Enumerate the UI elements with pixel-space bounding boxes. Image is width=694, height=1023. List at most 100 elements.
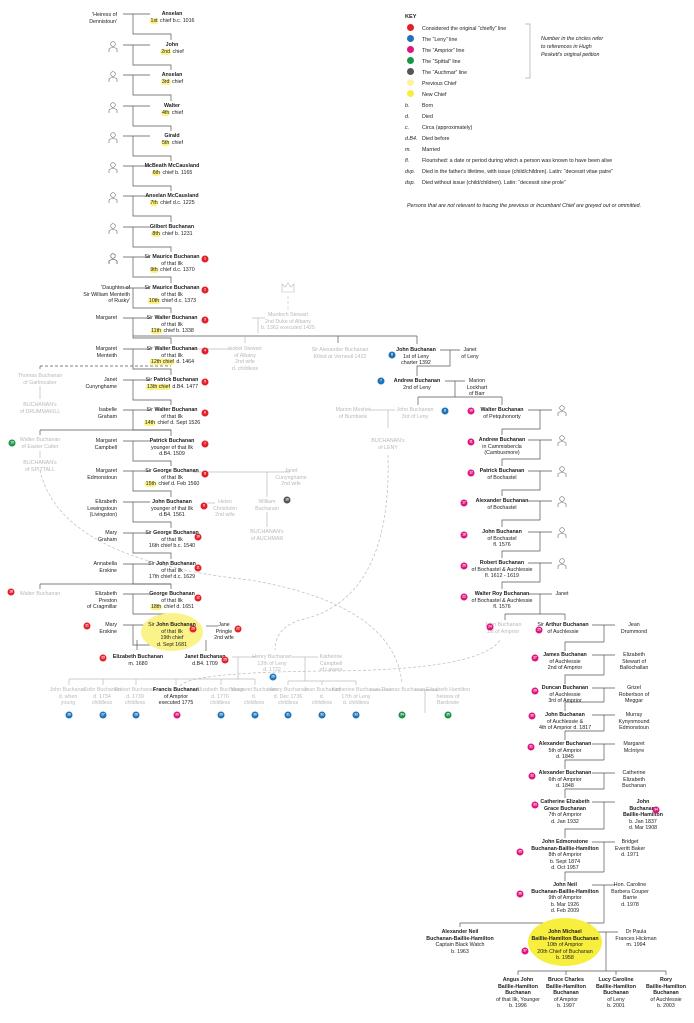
person-name: McBeath McCausland (144, 163, 200, 169)
person-detail: d.B4. 1561 (159, 512, 185, 519)
person-detail: Preston (98, 597, 117, 604)
person-detail: Drummond (620, 628, 648, 635)
person-detail: 17th of Leny (341, 693, 371, 700)
circle-note-line: to references in Hugh (541, 44, 592, 50)
person-detail: of AUCHMAR (250, 535, 284, 542)
person-detail: fl. 1612 - 1619 (485, 573, 519, 580)
person-detail: 6th chief b. 1165 (151, 169, 193, 176)
person-name: Sir Arthur Buchanan (537, 622, 589, 628)
reference-number-badge: 29 (217, 711, 225, 719)
key-label: Previous Chief (422, 80, 457, 87)
person-detail: fl. 1576 (493, 542, 511, 549)
person-detail: heiress of (436, 693, 460, 700)
person-name: Isobel Stewart (228, 346, 262, 352)
person-name: Girald (164, 133, 180, 139)
person-name: Patrick Buchanan (149, 438, 195, 444)
person-name: Margaret Buchanan (230, 687, 278, 693)
person-detail: Robertson of (618, 691, 650, 698)
person-detail: 4th chief (160, 109, 184, 116)
connector-line (132, 288, 172, 313)
person-detail: b. 1996 (509, 1003, 527, 1010)
person-detail: Graham (97, 536, 117, 543)
person-detail: 3rd of Amprior (548, 698, 582, 705)
person-name: BUCHANAN's (23, 402, 57, 408)
reference-number-badge: 6 (388, 351, 396, 359)
reference-number-badge: 20 (189, 625, 197, 633)
person-detail: 3rd chief (160, 78, 184, 85)
person-detail: 10th of Amprior (547, 942, 583, 949)
person-detail: d. 1732 (263, 667, 281, 674)
reference-number-badge: 22 (460, 593, 468, 601)
person-name-cont: Baillie-Hamilton (622, 812, 664, 819)
reference-number-badge: 10 (194, 533, 202, 541)
person-detail: Stewart of (622, 658, 646, 665)
person-detail: Elizabeth (95, 499, 117, 505)
person-detail: 2nd wife (281, 481, 301, 488)
reference-number-badge: 27 (531, 654, 539, 662)
key-title: KEY (405, 14, 417, 20)
person-detail: Isabelle (98, 407, 117, 413)
key-abbreviation: d.B4.Died before (405, 133, 613, 144)
unknown-spouse-icon (108, 223, 118, 234)
reference-number-badge: 4 (201, 347, 209, 355)
person-name: Walter Buchanan (19, 437, 61, 443)
reference-number-badge: 32 (318, 711, 326, 719)
person-detail: Barrie (622, 895, 638, 902)
color-dot-icon (407, 90, 414, 97)
person-detail: Mary (105, 530, 117, 536)
person-detail: Everitt Baker (614, 845, 646, 852)
person-detail: Meggar (625, 698, 643, 705)
person-name: Anselan (161, 11, 183, 17)
person-detail: of Auchlessie (650, 996, 682, 1003)
person-detail: 15th chief d. Feb 1560 (144, 481, 200, 488)
unknown-spouse-icon (108, 132, 118, 143)
person-detail: 2nd wife (235, 359, 255, 366)
key-abbreviation: m.Married (405, 144, 613, 155)
person-detail: 8th chief b. 1231 (151, 230, 193, 237)
person-name-cont: Buchanan (505, 990, 531, 997)
abbr: dsp. (405, 179, 416, 186)
key-label: The “Leny” line (422, 36, 458, 43)
person-detail: 2nd wife (215, 512, 235, 519)
person-detail: charter 1392 (401, 360, 431, 367)
reference-number-badge: 34 (652, 806, 660, 814)
person-name: Murdoch Stewart (267, 312, 309, 318)
person-detail: Bridget (621, 839, 639, 845)
person-name-cont: Buchanan (603, 990, 629, 997)
person-detail: of Amprior (553, 996, 579, 1003)
person-name: Helen (218, 499, 232, 505)
reference-number-badge: 11 (467, 438, 475, 446)
key-label: The “Auchmar” line (422, 69, 468, 76)
person-detail: d. 1978 (621, 901, 639, 908)
circle-note-line: Number in the circles refer (541, 36, 604, 42)
person-name: John Buchanan (152, 499, 192, 505)
connector-line (132, 318, 172, 344)
person-name: Sir George Buchanan (145, 468, 199, 474)
person-name: BUCHANAN's (250, 529, 284, 535)
connector-line (564, 674, 604, 684)
reference-number-badge: 17 (460, 499, 468, 507)
person-name: Sir Maurice Buchanan (144, 254, 200, 260)
person-name: Patrick Buchanan (479, 468, 525, 474)
